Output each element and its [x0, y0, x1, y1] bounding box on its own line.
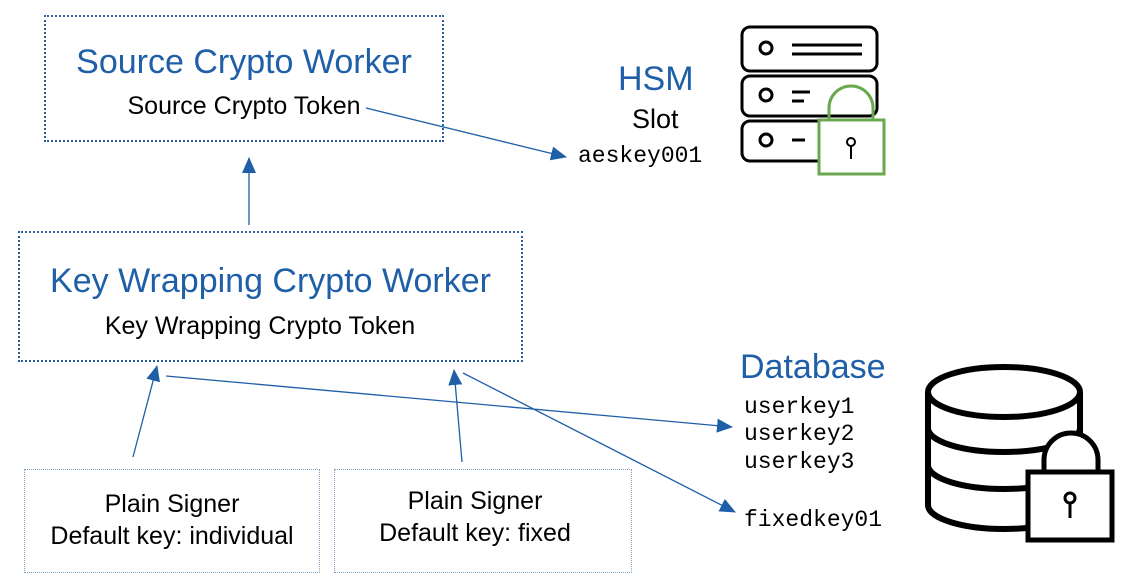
- database-userkey-3: userkey3: [744, 449, 855, 475]
- hsm-slot-label: Slot: [632, 104, 679, 134]
- plain-signer-individual-title: Plain Signer: [104, 490, 240, 518]
- key-wrapping-crypto-token-label: Key Wrapping Crypto Token: [104, 312, 416, 340]
- arrow-key-wrapping-to-userkeys: [165, 375, 733, 433]
- source-crypto-worker-title: Source Crypto Worker: [76, 43, 412, 81]
- plain-signer-fixed-box: [334, 469, 632, 573]
- plain-signer-fixed-default-key: Default key: fixed: [379, 519, 571, 547]
- arrow-key-wrapping-to-fixedkey: [462, 372, 736, 513]
- key-wrapping-crypto-worker-title: Key Wrapping Crypto Worker: [50, 262, 491, 300]
- arrow-signer-individual-to-key-wrapping: [132, 365, 160, 458]
- hsm-title: HSM: [618, 60, 694, 98]
- hsm-slot-key: aeskey001: [578, 143, 703, 169]
- database-fixed-key: fixedkey01: [744, 507, 883, 533]
- arrow-source-token-to-hsm-key: [365, 107, 567, 161]
- source-crypto-worker-box: [44, 15, 444, 142]
- database-userkey-1: userkey1: [744, 394, 855, 420]
- padlock-black-icon: [1025, 430, 1115, 543]
- key-wrapping-crypto-worker-box: [18, 231, 523, 362]
- plain-signer-individual-box: [24, 469, 320, 573]
- source-crypto-token-label: Source Crypto Token: [127, 92, 361, 120]
- arrow-signer-fixed-to-key-wrapping: [448, 369, 463, 463]
- padlock-green-icon: [817, 84, 886, 176]
- plain-signer-individual-default-key: Default key: individual: [50, 522, 294, 550]
- database-userkey-2: userkey2: [744, 421, 855, 447]
- plain-signer-fixed-title: Plain Signer: [407, 487, 543, 515]
- database-title: Database: [740, 348, 886, 386]
